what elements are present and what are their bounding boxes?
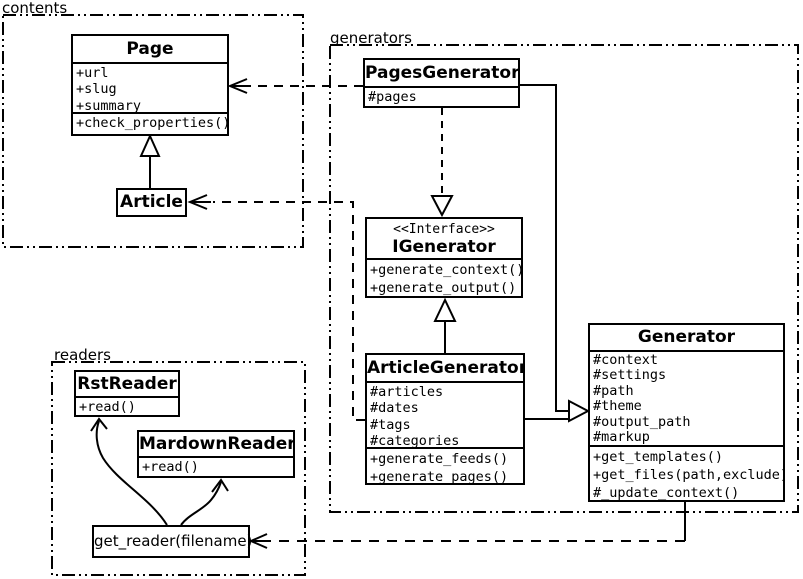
package-label-readers: readers — [54, 346, 111, 364]
package-border-generators — [329, 44, 799, 513]
class-page-methods: +check_properties() — [73, 112, 227, 132]
interface-igenerator-title: IGenerator — [392, 237, 496, 257]
package-border-readers — [51, 361, 306, 576]
package-label-generators: generators — [330, 29, 412, 47]
class-mardownreader: MardownReader +read() — [137, 430, 295, 478]
class-generator-title: Generator — [590, 325, 783, 352]
attribute: #path — [593, 382, 634, 399]
attribute: #theme — [593, 398, 642, 415]
arrow-getreader-to-rstreader — [90, 417, 168, 526]
class-pagesgenerator-attributes: #pages — [365, 88, 518, 106]
class-rstreader-methods: +read() — [76, 398, 178, 415]
class-article: Article — [116, 188, 187, 217]
method: +get_templates() — [593, 449, 724, 465]
attribute: +summary — [76, 97, 142, 114]
attribute: +slug — [76, 81, 117, 98]
class-rstreader-title: RstReader — [76, 372, 178, 398]
class-generator-methods: +get_templates() +get_files(path,exclude… — [590, 445, 785, 501]
function-get-reader: get_reader(filename) — [92, 525, 252, 558]
class-article-title: Article — [120, 192, 183, 212]
method: +read() — [142, 459, 199, 475]
interface-igenerator-header: <<Interface>> IGenerator — [367, 219, 521, 260]
class-pagesgenerator: PagesGenerator #pages — [363, 58, 520, 108]
package-label-contents: contents — [2, 0, 68, 17]
attribute: #categories — [370, 432, 460, 449]
class-articlegenerator-attributes: #articles #dates #tags #categories — [367, 383, 523, 449]
class-mardownreader-title: MardownReader — [139, 432, 293, 458]
class-mardownreader-methods: +read() — [139, 458, 293, 476]
attribute: #settings — [593, 367, 667, 384]
attribute: #markup — [593, 429, 650, 446]
generalization-article-to-page — [139, 133, 161, 188]
class-articlegenerator-title: ArticleGenerator — [367, 355, 523, 383]
dependency-pagesgenerator-to-page — [227, 78, 363, 94]
method: #_update_context() — [593, 485, 740, 501]
method: +read() — [79, 399, 136, 415]
method: +generate_pages() — [370, 469, 509, 485]
arrow-getreader-to-mardownreader — [180, 478, 229, 526]
class-generator-attributes: #context #settings #path #theme #output_… — [590, 352, 783, 445]
method: +generate_context() — [370, 262, 523, 278]
method: +generate_output() — [370, 280, 517, 296]
class-rstreader: RstReader +read() — [74, 370, 180, 417]
realization-pagesgenerator-to-igenerator — [430, 108, 454, 218]
class-articlegenerator-methods: +generate_feeds() +generate_pages() — [367, 447, 523, 485]
attribute: #output_path — [593, 413, 691, 430]
method: +generate_feeds() — [370, 451, 509, 467]
attribute: #tags — [370, 416, 411, 433]
class-pagesgenerator-title: PagesGenerator — [365, 60, 518, 88]
method: +get_files(path,exclude) — [593, 467, 785, 483]
method: +check_properties() — [76, 115, 229, 131]
generalization-articlegenerator-to-igenerator — [433, 297, 457, 353]
class-page-attributes: +url +slug +summary — [73, 64, 227, 114]
class-generator: Generator #context #settings #path #them… — [588, 323, 785, 502]
dependency-articlegenerator-to-article — [187, 194, 365, 421]
attribute: +url — [76, 65, 109, 81]
class-articlegenerator: ArticleGenerator #articles #dates #tags … — [365, 353, 525, 485]
attribute: #dates — [370, 400, 419, 417]
interface-igenerator: <<Interface>> IGenerator +generate_conte… — [365, 217, 523, 298]
class-page: Page +url +slug +summary +check_properti… — [71, 34, 229, 136]
attribute: #pages — [368, 89, 417, 105]
generalization-generators-to-generator — [520, 84, 591, 423]
stereotype: <<Interface>> — [393, 222, 495, 237]
dependency-generator-to-getreader — [248, 502, 686, 549]
attribute: #articles — [370, 384, 444, 400]
package-border-contents — [2, 14, 304, 248]
interface-igenerator-methods: +generate_context() +generate_output() — [367, 260, 523, 296]
class-page-title: Page — [73, 36, 227, 64]
attribute: #context — [593, 352, 659, 368]
